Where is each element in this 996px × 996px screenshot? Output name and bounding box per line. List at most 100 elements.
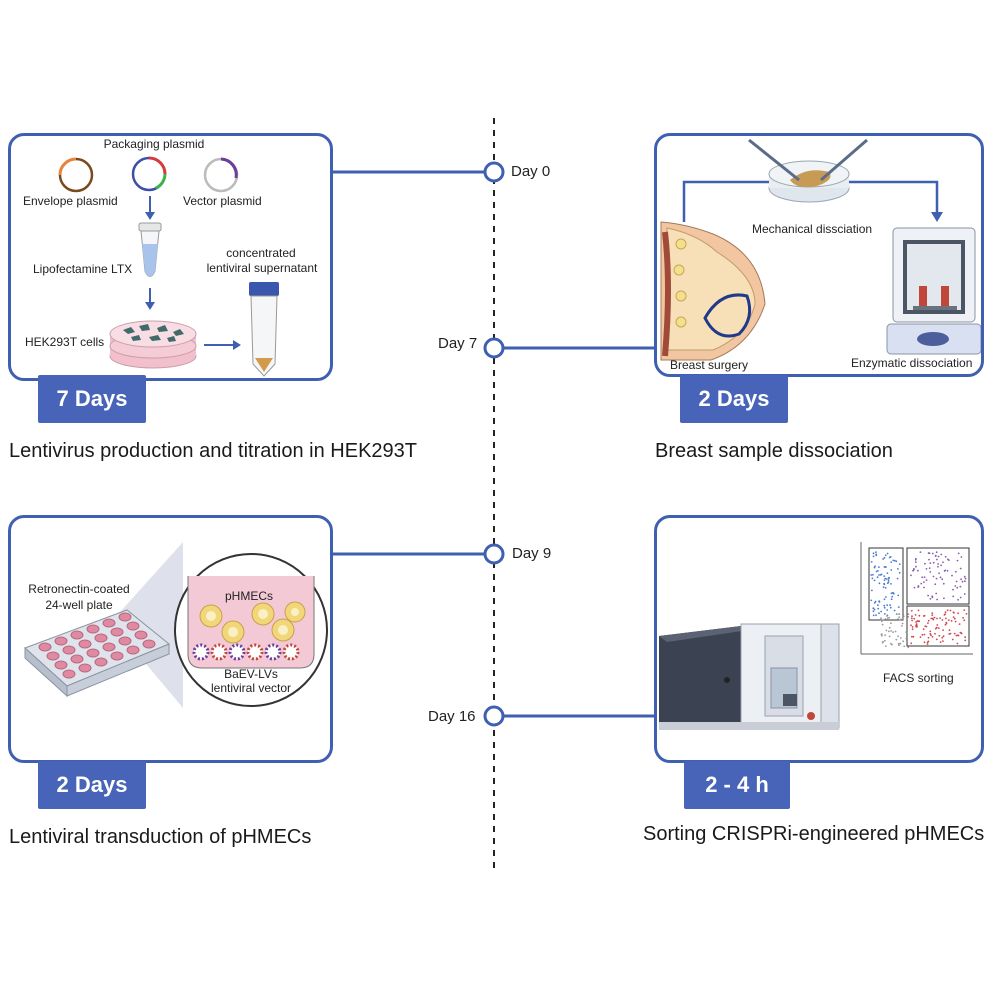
breast-tissue-icon: [660, 221, 766, 361]
scatter-dot: [890, 630, 892, 632]
scatter-dot: [934, 627, 937, 630]
envelope-plasmid-label: Envelope plasmid: [23, 194, 118, 208]
scatter-dot: [962, 616, 964, 619]
scatter-dot: [902, 640, 905, 643]
scatter-dot: [956, 559, 959, 562]
scatter-dot: [919, 551, 922, 553]
scatter-dot: [953, 632, 956, 635]
scatter-dot: [870, 561, 873, 563]
scatter-dot: [895, 560, 898, 563]
scatter-dot: [960, 556, 963, 558]
scatter-dot: [938, 634, 941, 637]
scatter-dot: [929, 633, 932, 635]
scatter-dot: [929, 562, 932, 564]
scatter-dot: [931, 595, 934, 598]
scatter-dot: [947, 619, 950, 621]
scatter-dot: [915, 557, 917, 560]
scatter-dot: [927, 619, 930, 622]
scatter-dot: [927, 640, 930, 643]
scatter-dot: [875, 553, 877, 556]
scatter-dot: [917, 585, 920, 587]
scatter-dot: [890, 622, 892, 625]
gate-top-left: [868, 547, 904, 621]
scatter-dot: [872, 610, 875, 613]
scatter-dot: [911, 628, 914, 631]
scatter-dot: [923, 586, 925, 589]
scatter-dot: [897, 594, 900, 597]
scatter-dot: [923, 581, 925, 583]
scatter-dot: [882, 586, 885, 589]
scatter-dot: [936, 598, 938, 601]
scatter-dot: [935, 577, 938, 580]
scatter-dot: [883, 613, 886, 615]
hek293t-dish-icon: [109, 320, 197, 369]
scatter-dot: [872, 552, 875, 555]
panel-facs-sorting: FACS sorting: [654, 515, 984, 763]
scatter-dot: [956, 586, 959, 589]
scatter-dot: [883, 575, 886, 577]
scatter-dot: [944, 623, 947, 626]
scatter-dot: [960, 578, 962, 581]
supernatant-label-line1: concentrated: [226, 246, 296, 260]
scatter-dot: [897, 635, 899, 638]
scatter-dot: [942, 635, 945, 638]
scatter-dot: [941, 619, 944, 621]
scatter-dot: [944, 569, 947, 572]
scatter-dot: [959, 585, 962, 588]
scatter-dot: [911, 615, 913, 618]
scatter-dot: [937, 565, 939, 568]
scatter-dot: [880, 617, 882, 620]
pHMEC-cells-icon: [199, 601, 306, 644]
scatter-dot: [883, 556, 886, 559]
scatter-dot: [925, 579, 928, 581]
scatter-dot: [903, 645, 906, 648]
scatter-dot: [915, 625, 918, 628]
scatter-dot: [896, 577, 899, 580]
scatter-dot: [905, 637, 908, 640]
scatter-dot: [905, 631, 908, 633]
scatter-dot: [940, 553, 943, 556]
scatter-dot: [871, 589, 873, 592]
scatter-dot: [957, 612, 959, 615]
scatter-dot: [935, 551, 938, 554]
scatter-dot: [910, 574, 912, 577]
scatter-dot: [884, 587, 887, 589]
zoom-cone: [111, 542, 183, 708]
packaging-plasmid-icon: [131, 156, 167, 192]
scatter-dot: [946, 609, 949, 612]
envelope-plasmid-icon: [58, 157, 94, 193]
scatter-dot: [874, 600, 877, 603]
scatter-dot: [928, 558, 930, 561]
scatter-dot: [944, 555, 947, 558]
scatter-dot: [884, 645, 887, 647]
scatter-dot: [955, 634, 958, 637]
scatter-dot: [931, 617, 934, 620]
well-plate-label-line2: 24-well plate: [45, 598, 113, 612]
scatter-dot: [963, 593, 966, 595]
scatter-dot: [943, 597, 945, 600]
scatter-dot: [872, 555, 875, 558]
scatter-dot: [919, 636, 922, 638]
scatter-dot: [911, 635, 913, 638]
panel-breast-dissociation: Mechanical dissciation Breast surgery En…: [654, 133, 984, 377]
scatter-dot: [945, 617, 947, 620]
scatter-dot: [886, 617, 889, 620]
scatter-dot: [917, 569, 919, 572]
scatter-dot: [963, 619, 966, 622]
timeline-label-day0: Day 0: [511, 163, 551, 180]
scatter-dot: [957, 598, 959, 601]
well-plate-label-line1: Retronectin-coated: [28, 582, 130, 596]
scatter-dot: [951, 574, 953, 577]
scatter-dot: [952, 616, 955, 618]
scatter-dot: [942, 561, 944, 564]
scatter-dot: [900, 618, 902, 621]
scatter-dot: [885, 596, 887, 598]
scatter-dot: [936, 558, 938, 561]
scatter-dot: [952, 588, 954, 591]
gate-top-right: [906, 547, 970, 605]
scatter-dot: [879, 574, 882, 576]
scatter-dot: [931, 612, 934, 614]
scatter-dot: [930, 617, 933, 620]
scatter-dot: [913, 568, 915, 570]
scatter-dot: [894, 630, 897, 633]
